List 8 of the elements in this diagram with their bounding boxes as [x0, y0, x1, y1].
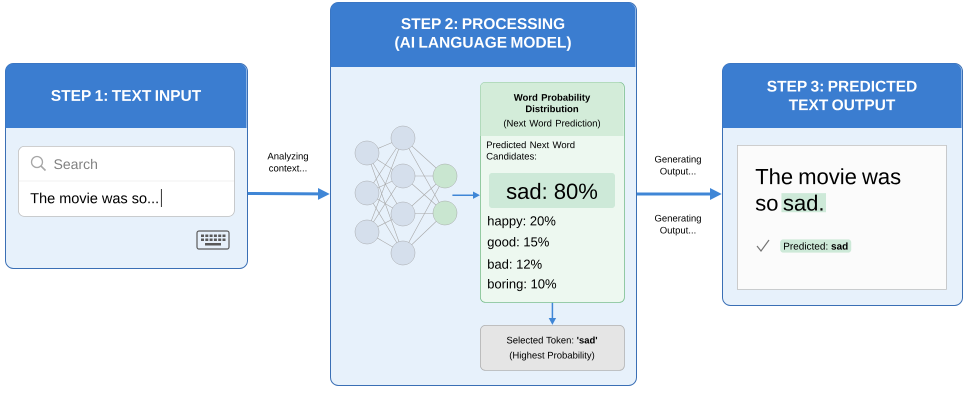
token-box: Selected Token: 'sad' (Highest Probability): [480, 325, 625, 371]
probability-box: Word Probability Distribution (Next Word Prediction) Predicted Next Word Candidates: sad: 80% happy: 20% good: 15% bad: 12% boring: 10%: [480, 82, 625, 303]
output-card: The movie was so sad. Predicted: sad: [737, 145, 947, 290]
neural-network-drawing: [354, 126, 458, 266]
note-text: Generating Output...: [654, 214, 701, 236]
search-field: Search The movie was so...: [18, 146, 235, 217]
edge-label: Generating Output...: [654, 156, 701, 176]
edge-label: Analyzing context...: [267, 152, 308, 172]
